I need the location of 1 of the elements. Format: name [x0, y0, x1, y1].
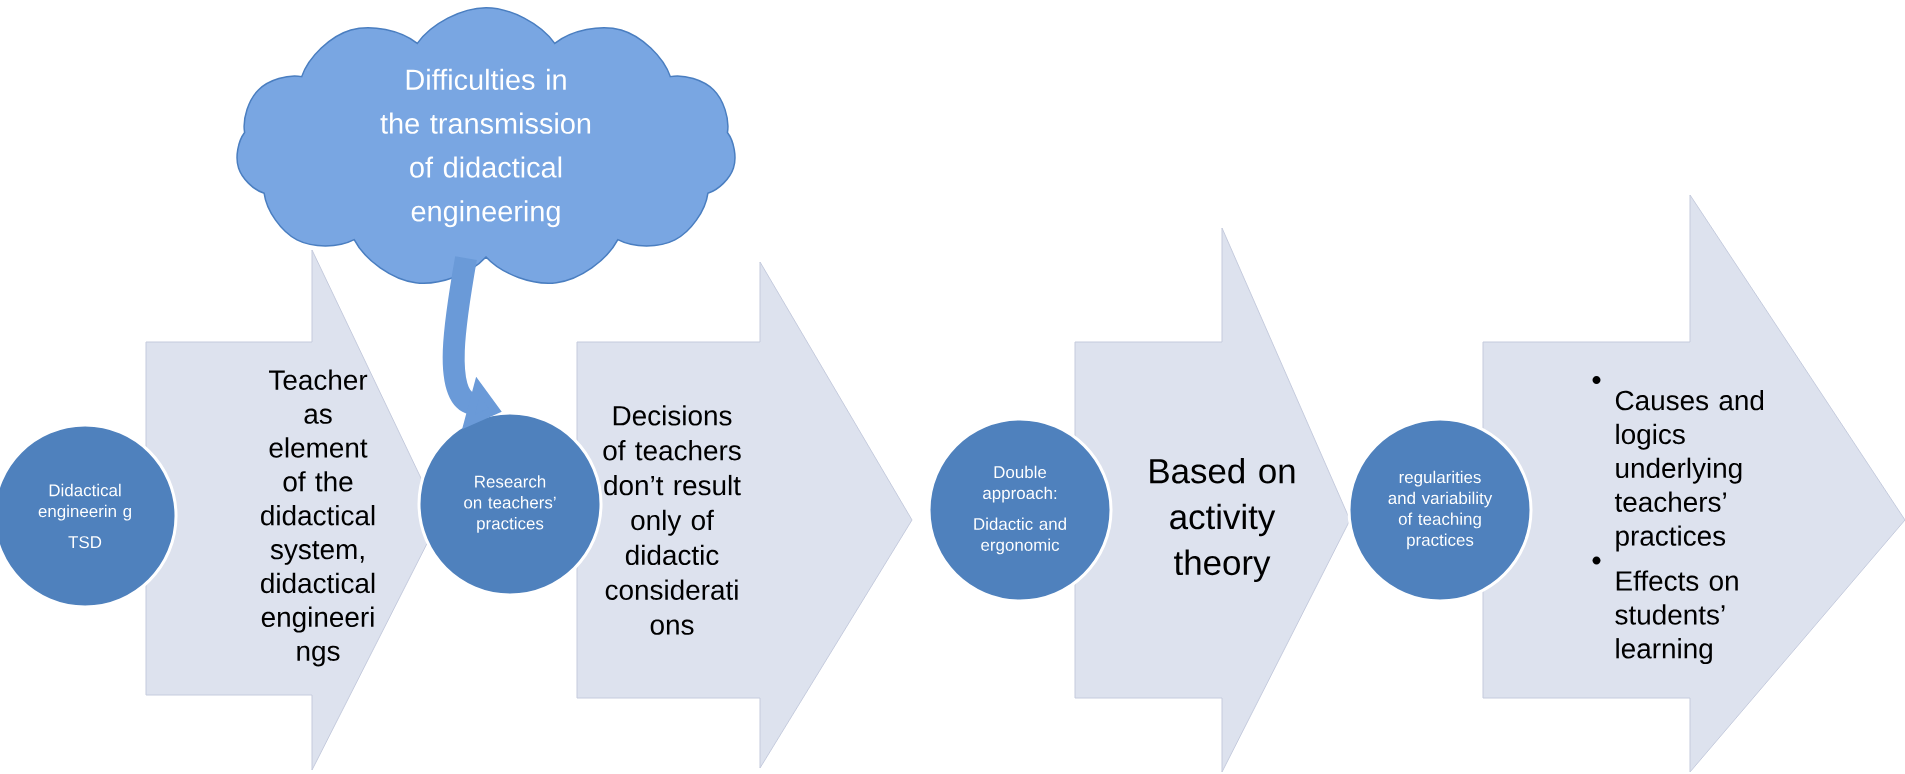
cloud: Difficulties in the transmission of didactical engineering	[236, 6, 736, 284]
